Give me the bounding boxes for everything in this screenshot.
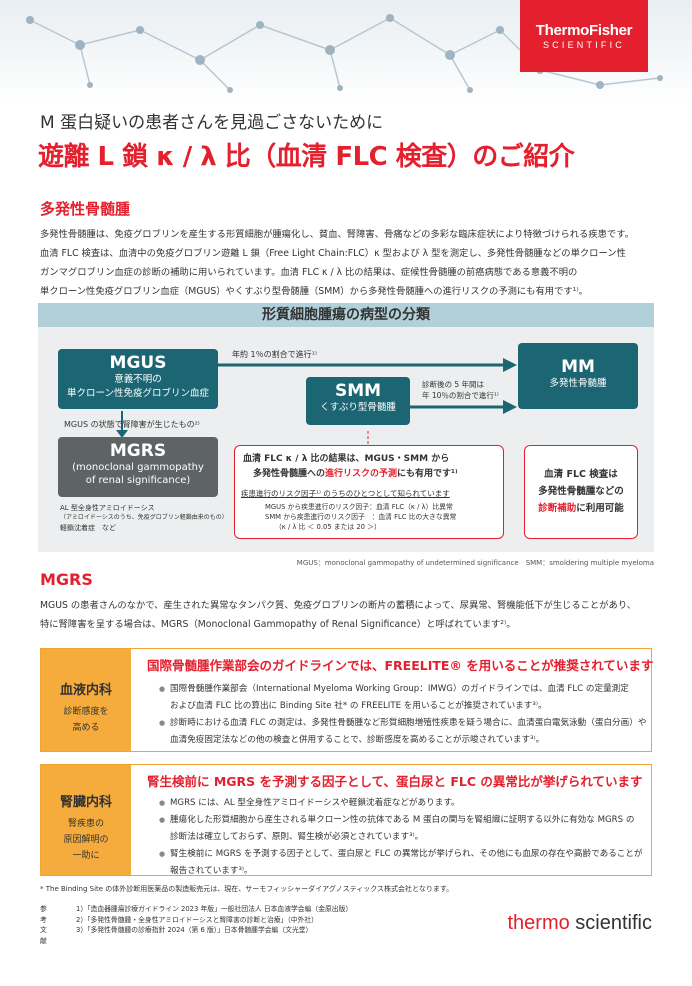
flc-risk-box: 血清 FLC κ / λ 比の結果は、MGUS・SMM から 多発性骨髄腫への進… [234,445,504,539]
mm-body: 多発性骨髄腫は、免疫グロブリンを産生する形質細胞が腫瘍化し、貧血、腎障害、骨痛な… [40,225,660,301]
brand-line1: ThermoFisher [535,22,633,39]
classification-title: 形質細胞腫瘍の病型の分類 [38,303,654,327]
mgus-line1: 意義不明の [114,374,162,385]
center-line1: 血清 FLC κ / λ 比の結果は、MGUS・SMM から [243,454,450,464]
list-item: 腎生検前に MGRS を予測する因子として、蛋白尿と FLC の異常比が挙げられ… [159,846,647,863]
mgrs-bullet-1: AL 型全身性アミロイドーシス [60,504,155,512]
mm-heading: 多発性骨髄腫 [40,200,131,218]
risk-heading: 疾患進行のリスク因子¹⁾ のうちのひとつとして知られています [241,489,450,498]
center-line2b: 進行リスクの予測 [325,469,398,479]
dept-hematology: 血液内科 [59,683,112,698]
arrow-top-label: 年約 1％の割合で進行¹⁾ [232,350,317,359]
dept-nephrology-sub2: 原因解明の [63,835,109,845]
abbreviation-note: MGUS：monoclonal gammopathy of undetermin… [296,559,654,567]
dept-nephrology-sub: 腎疾患の 原因解明の 一助に [41,816,131,864]
references-list: 1）「造血器腫瘍診療ガイドライン 2023 年版」一般社団法人 日本血液学会編（… [76,904,396,936]
list-item: 診断時における血清 FLC の測定は、多発性骨髄腫など形質細胞増殖性疾患を疑う場… [159,715,647,732]
panel-hematology-side: 血液内科 診断感度を 高める [41,649,131,751]
list-item-cont: 診断法は確立しておらず、原則、腎生検が必須とされています³⁾。 [170,832,424,842]
center-line2c: にも有用です¹⁾ [397,469,458,479]
mm-line-3: ガンマグロブリン血症の診断の補助に用いられています。血清 FLC κ / λ 比… [40,267,578,278]
mgrs-bullets: AL 型全身性アミロイドーシス （アミロイドーシスのうち、免疫グロブリン軽鎖由来… [60,503,228,533]
mm-line-4: 単クローン性免疫グロブリン血症（MGUS）やくすぶり型骨髄腫（SMM）から多発性… [40,286,588,297]
classification-diagram: 形質細胞腫瘍の病型の分類 MGUS 意義不明の 単クローン性免疫グロブリン血症 … [38,303,654,552]
smm-line1: くすぶり型骨髄腫 [320,402,396,413]
list-item-cont: および血清 FLC 比の算出に Binding Site 社* の FREELI… [170,701,547,711]
risk-item-3: （κ / λ 比 ＜ 0.05 または 20 ＞） [275,523,381,531]
list-item-cont: 報告されています³⁾。 [170,866,253,876]
mm-line-2: 血清 FLC 検査は、血清中の免疫グロブリン遊離 L 鎖（Free Light … [40,248,626,259]
list-item: 国際骨髄腫作業部会（International Myeloma Working … [159,681,647,698]
right-line2: 多発性骨髄腫などの [538,486,624,497]
page-subtitle: M 蛋白疑いの患者さんを見過ごさないために [40,113,384,133]
disclaimer: * The Binding Site の体外診断用医薬品の製造販売元は、現在、サ… [40,885,454,893]
risk-item-2: SMM から疾患進行のリスク因子 ：血清 FLC 比の大きな異常 [265,513,457,521]
mgrs-body: MGUS の患者さんのなかで、産生された異常なタンパク質、免疫グロブリンの断片の… [40,596,660,634]
arrow-mid-label: 診断後の 5 年間は 年 10％の割合で進行¹⁾ [422,379,499,401]
mgus-note: MGUS の状態で腎障害が生じたもの²⁾ [64,420,200,429]
dept-hematology-sub1: 診断感度を [63,707,109,717]
dept-nephrology-sub1: 腎疾患の [67,819,104,829]
diagram-arrows [116,358,517,449]
panel-nephrology-title: 腎生検前に MGRS を予測する因子として、蛋白尿と FLC の異常比が挙げられ… [147,774,643,789]
dept-nephrology-sub3: 一助に [72,851,100,861]
list-item-cont: 血清免疫固定法などの他の検査と併用することで、診断感度を高めることが示唆されてい… [170,735,545,745]
diagnosis-aid-box: 血清 FLC 検査は 多発性骨髄腫などの 診断補助に利用可能 [524,445,638,539]
list-item: 腫瘍化した形質細胞から産生される単クローン性の抗体である M 蛋白の関与を腎組織… [159,812,647,829]
references-label: 参考文献 [40,905,47,945]
risk-items: MGUS から疾患進行のリスク因子：血清 FLC（κ / λ）比異常 SMM か… [265,502,456,532]
dept-hematology-sub: 診断感度を 高める [41,704,131,736]
list-item: MGRS には、AL 型全身性アミロイドーシスや軽鎖沈着症などがあります。 [159,795,647,812]
dept-nephrology: 腎臓内科 [59,795,112,810]
logo-scientific: scientific [575,912,652,934]
mm-box-title: MM [561,357,595,377]
panel-hematology-title: 国際骨髄腫作業部会のガイドラインでは、FREELITE® を用いることが推奨され… [147,658,654,673]
mgus-box: MGUS 意義不明の 単クローン性免疫グロブリン血症 [58,349,218,409]
dept-hematology-sub2: 高める [72,723,100,733]
panel-nephrology: 腎臓内科 腎疾患の 原因解明の 一助に 腎生検前に MGRS を予測する因子とし… [40,764,652,876]
mgus-title: MGUS [109,353,167,373]
mgrs-heading: MGRS [40,570,93,589]
center-line2: 多発性骨髄腫への進行リスクの予測にも有用です¹⁾ [253,466,458,479]
mgrs-title: MGRS [109,441,167,461]
right-line1: 血清 FLC 検査は [544,469,618,480]
mgus-line2: 単クローン性免疫グロブリン血症 [66,388,210,399]
reference-item: 3）「多発性骨髄腫の診療指針 2024（第 6 版）」日本骨髄腫学会編（文光堂） [76,926,313,934]
mgrs-bullet-1b: （アミロイドーシスのうち、免疫グロブリン軽鎖由来のもの） [60,514,228,521]
risk-item-1: MGUS から疾患進行のリスク因子：血清 FLC（κ / λ）比異常 [265,503,453,511]
smm-box: SMM くすぶり型骨髄腫 [306,377,410,425]
panel-nephrology-list: MGRS には、AL 型全身性アミロイドーシスや軽鎖沈着症などがあります。 腫瘍… [159,795,647,880]
logo-thermo: thermo [507,912,570,934]
smm-title: SMM [334,381,382,401]
thermo-scientific-logo: thermo scientific [507,912,652,935]
mgrs-line2: of renal significance) [85,475,191,486]
panel-nephrology-side: 腎臓内科 腎疾患の 原因解明の 一助に [41,765,131,875]
mm-box: MM 多発性骨髄腫 [518,343,638,409]
mm-line-1: 多発性骨髄腫は、免疫グロブリンを産生する形質細胞が腫瘍化し、貧血、腎障害、骨痛な… [40,229,634,240]
right-line3b: に利用可能 [576,503,624,514]
hero-banner: ThermoFisher SCIENTIFIC [0,0,692,100]
mm-box-line1: 多発性骨髄腫 [549,378,607,389]
center-line2a: 多発性骨髄腫への [253,469,326,479]
mgrs-box: MGRS (monoclonal gammopathy of renal sig… [58,437,218,497]
mgrs-bullet-2: 軽鎖沈着症 など [60,524,116,532]
reference-item: 2）「多発性骨髄腫・全身性アミロイドーシスと腎障害の診断と治療」（中外社） [76,915,318,924]
arrow-mid-line2: 年 10％の割合で進行¹⁾ [422,391,499,400]
brand-line2: SCIENTIFIC [542,40,625,50]
page-title: 遊離 L 鎖 κ / λ 比（血清 FLC 検査）のご紹介 [38,142,575,172]
mgrs-line1: (monoclonal gammopathy [72,462,204,473]
right-line3a: 診断補助 [538,503,577,514]
panel-hematology: 血液内科 診断感度を 高める 国際骨髄腫作業部会のガイドラインでは、FREELI… [40,648,654,752]
panel-hematology-list: 国際骨髄腫作業部会（International Myeloma Working … [159,681,647,749]
thermofisher-logo: ThermoFisher SCIENTIFIC [520,0,648,72]
mgrs-line-2: 特に腎障害を呈する場合は、MGRS（Monoclonal Gammopathy … [40,619,516,630]
reference-item: 1）「造血器腫瘍診療ガイドライン 2023 年版」一般社団法人 日本血液学会編（… [76,905,353,913]
mgrs-line-1: MGUS の患者さんのなかで、産生された異常なタンパク質、免疫グロブリンの断片の… [40,600,637,611]
arrow-mid-line1: 診断後の 5 年間は [422,380,485,389]
right-line3: 診断補助に利用可能 [525,500,637,514]
